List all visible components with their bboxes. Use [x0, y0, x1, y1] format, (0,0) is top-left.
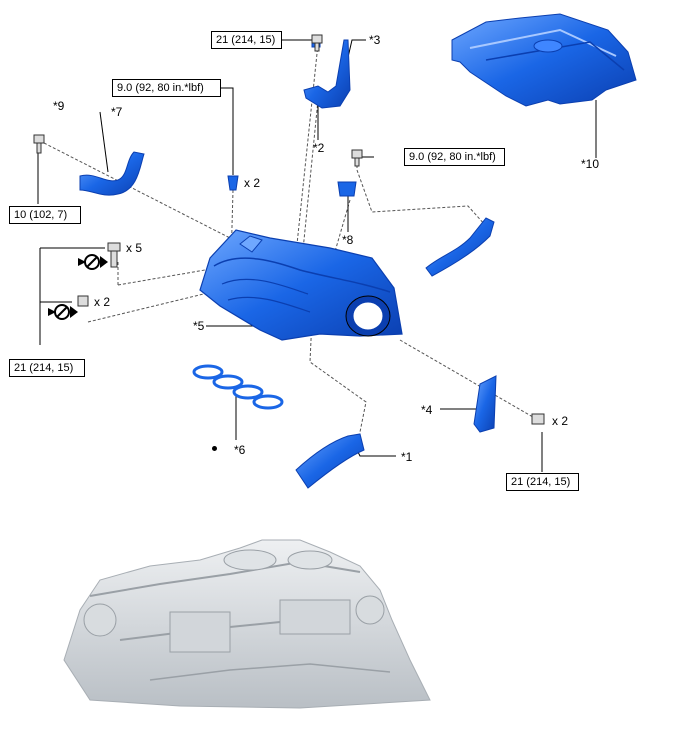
callout-1: *1: [401, 450, 413, 464]
dashed-leaders: [43, 43, 539, 433]
solid-leaders: [37, 39, 597, 472]
bolt-icon: [77, 295, 89, 307]
quantity-label: x 2: [244, 176, 261, 190]
torque-spec-box: 10 (102, 7): [9, 206, 81, 224]
bolt-icon: [33, 134, 45, 154]
callout-8: *8: [342, 233, 354, 247]
non-reusable-dot-icon: [212, 446, 217, 451]
callout-5: *5: [193, 319, 205, 333]
gasket-part: [192, 364, 284, 410]
torque-spec-box: 9.0 (92, 80 in.*lbf): [112, 79, 221, 97]
quantity-label: x 2: [94, 295, 111, 309]
intake-manifold: [199, 229, 403, 341]
bolt-icon: [311, 34, 323, 52]
no-reuse-icon: [78, 254, 108, 270]
torque-spec-box: 21 (214, 15): [506, 473, 579, 491]
engine-cover: [451, 13, 637, 107]
bracket-part: [303, 34, 351, 109]
quantity-label: x 2: [552, 414, 569, 428]
callout-10: *10: [581, 157, 600, 171]
bolt-icon: [351, 149, 363, 167]
callout-3: *3: [369, 33, 381, 47]
torque-spec-box: 21 (214, 15): [9, 359, 85, 377]
callout-2: *2: [313, 141, 325, 155]
bolt-icon: [531, 413, 545, 425]
callout-7: *7: [111, 105, 123, 119]
no-reuse-icon: [48, 304, 78, 320]
hose-part: [79, 151, 145, 196]
callout-4: *4: [421, 403, 433, 417]
callout-9: *9: [53, 99, 65, 113]
engine-location-illustration: [63, 539, 431, 709]
torque-spec-box: 9.0 (92, 80 in.*lbf): [404, 148, 505, 166]
callout-6: *6: [234, 443, 246, 457]
torque-spec-box: 21 (214, 15): [211, 31, 282, 49]
bolt-icon: [107, 242, 121, 268]
fittings: [227, 175, 497, 433]
air-duct-part: [295, 433, 365, 489]
quantity-label: x 5: [126, 241, 143, 255]
